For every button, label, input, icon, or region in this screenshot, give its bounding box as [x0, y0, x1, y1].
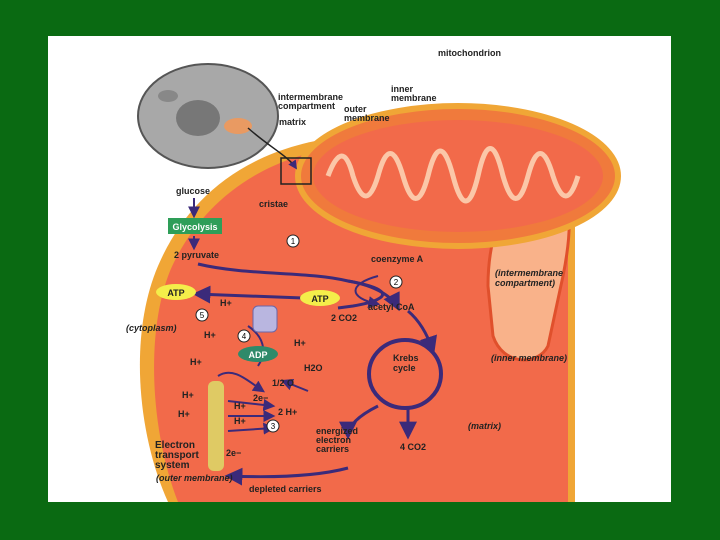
coenzyme-a-label: coenzyme A [371, 254, 424, 264]
pyruvate-label: 2 pyruvate [174, 250, 219, 260]
h-plus-label: H+ [234, 401, 246, 411]
co2-two-label: 2 CO2 [331, 313, 357, 323]
h-plus-label: H+ [294, 338, 306, 348]
two-h-label: 2 H+ [278, 407, 297, 417]
mitochondrion-figure: Glycolysis glucose 2 pyruvate [48, 36, 671, 502]
acetyl-coa-label: acetyl CoA [368, 302, 415, 312]
mitochondrion-label: mitochondrion [438, 48, 501, 58]
svg-text:1: 1 [291, 237, 296, 246]
h-plus-label: H+ [182, 390, 194, 400]
step-3-marker: 3 [267, 420, 279, 432]
h2o-label: H2O [304, 363, 323, 373]
h-plus-label: H+ [220, 298, 232, 308]
glucose-label: glucose [176, 186, 210, 196]
matrix-top-label: matrix [279, 117, 306, 127]
adp-label: ADP [248, 350, 267, 360]
atp-right-label: ATP [311, 294, 328, 304]
co2-four-label: 4 CO2 [400, 442, 426, 452]
atp-left-label: ATP [167, 288, 184, 298]
h-plus-label: H+ [190, 357, 202, 367]
electron-transport-band [208, 381, 224, 471]
step-1-marker: 1 [287, 235, 299, 247]
step-2-marker: 2 [390, 276, 402, 288]
inner-membrane-right-label: (inner membrane) [491, 353, 567, 363]
atp-synthase [253, 306, 277, 332]
matrix-right-label: (matrix) [468, 421, 501, 431]
half-o-label: 1/2 O [272, 378, 294, 388]
h-plus-label: H+ [204, 330, 216, 340]
svg-text:2: 2 [394, 278, 399, 287]
svg-text:3: 3 [271, 422, 276, 431]
outer-membrane-bottom-label: (outer membrane) [156, 473, 233, 483]
svg-text:5: 5 [200, 311, 205, 320]
diagram-svg: Glycolysis glucose 2 pyruvate [48, 36, 671, 502]
cristae-label: cristae [259, 199, 288, 209]
step-5-marker: 5 [196, 309, 208, 321]
step-4-marker: 4 [238, 330, 250, 342]
cytoplasm-label: (cytoplasm) [126, 323, 177, 333]
glycolysis-label: Glycolysis [172, 222, 217, 232]
depleted-carriers-label: depleted carriers [249, 484, 322, 494]
h-plus-label: H+ [234, 416, 246, 426]
e-minus-label: 2e− [226, 448, 241, 458]
h-plus-label: H+ [178, 409, 190, 419]
svg-text:4: 4 [242, 332, 247, 341]
two-e-label: 2e− [253, 393, 268, 403]
